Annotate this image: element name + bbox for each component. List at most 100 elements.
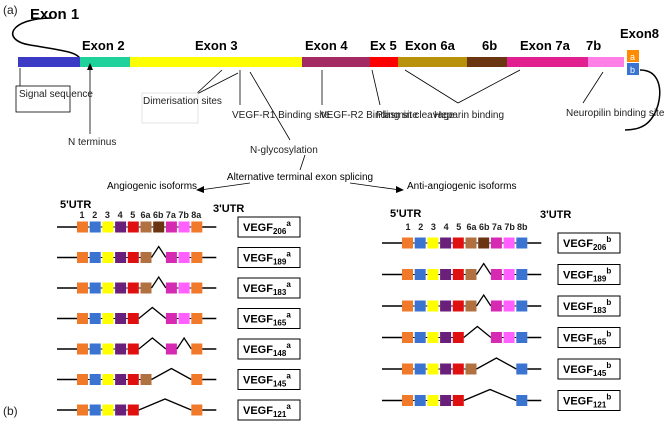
exon-box-3 — [102, 252, 114, 263]
isoform-label: VEGF145a — [243, 372, 291, 389]
exon-box-5 — [127, 404, 139, 416]
exon-box-4 — [440, 363, 452, 375]
isoform-label: VEGF206b — [563, 235, 611, 252]
exon-box-6a — [465, 237, 477, 249]
splicing-arrows: Alternative terminal exon splicing Angio… — [107, 154, 517, 193]
nterm-label: N terminus — [68, 137, 116, 148]
exon-number-4: 4 — [444, 222, 449, 232]
isoform-row: VEGF145a — [57, 367, 301, 390]
exon-box-8b — [516, 363, 528, 375]
exon-box-6a — [140, 221, 152, 233]
exon-number-2: 2 — [418, 222, 423, 232]
splicing-center-label: Alternative terminal exon splicing — [227, 172, 373, 183]
plasmin-label: Plasmin cleavage — [376, 110, 455, 121]
exon-box-7b — [503, 300, 515, 312]
exon-box-5 — [452, 237, 464, 249]
exon-box-2 — [414, 237, 426, 249]
exon-box-8b — [516, 269, 528, 280]
exon-box-4 — [115, 343, 127, 355]
exon-box-3 — [102, 343, 114, 355]
exon-box-6a — [140, 282, 152, 294]
exon-box-7a — [490, 237, 502, 249]
exon-box-1 — [402, 237, 413, 249]
isoform-row: VEGF206b — [382, 232, 621, 254]
exon-box-8a — [191, 343, 203, 355]
exon-box-8a — [191, 313, 203, 324]
exon-box-4 — [115, 252, 127, 263]
exon-box-4 — [115, 313, 127, 324]
exon-box-8a — [191, 221, 203, 233]
exon-box-4 — [440, 300, 452, 312]
exon-box-8b — [516, 237, 528, 249]
exon-box-1 — [77, 313, 88, 324]
isoform-label: VEGF165a — [243, 311, 291, 328]
heparin-label: Heparin binding — [434, 110, 504, 121]
exon-box-5 — [127, 374, 139, 385]
exon-box-3 — [427, 237, 439, 249]
exon-box-4 — [440, 395, 452, 406]
panel-label-b: (b) — [3, 404, 18, 418]
isoform-label: VEGF148a — [243, 341, 291, 358]
exon-box-5 — [127, 252, 139, 263]
exon-box-3 — [427, 269, 439, 280]
isoform-label: VEGF183a — [243, 280, 291, 297]
exon-label-8: Exon8 — [620, 26, 659, 41]
exon-box-2 — [89, 282, 101, 294]
exon-box-5 — [127, 343, 139, 355]
exon-box-3 — [102, 221, 114, 233]
vegfr1-label: VEGF-R1 Binding site — [232, 110, 330, 121]
exon-box-7a — [490, 300, 502, 312]
exon-box-8b — [516, 395, 528, 406]
exon-box-7a — [490, 332, 502, 343]
exon-box-7a — [490, 269, 502, 280]
utr5-label-right: 5'UTR — [390, 208, 421, 220]
annotations: Signal sequence N terminus Dimerisation … — [15, 63, 665, 156]
exon-box-8a — [191, 374, 203, 385]
exon8a-label: a — [630, 52, 635, 62]
anti-angiogenic-isoforms: VEGF206bVEGF189bVEGF183bVEGF165bVEGF145b… — [382, 232, 621, 411]
dimer-label: Dimerisation sites — [143, 96, 222, 107]
exon-box-1 — [402, 395, 413, 406]
exon-box-7b — [178, 252, 190, 263]
exon-box-5 — [452, 395, 464, 406]
nglyc-label: N-glycosylation — [250, 145, 318, 156]
gene-bar — [18, 57, 624, 67]
exon-number-6b: 6b — [479, 222, 490, 232]
exon-label-3: Exon 3 — [195, 38, 238, 53]
exon-box-7a — [165, 343, 177, 355]
isoform-row: VEGF206a — [57, 216, 301, 238]
splicing-left-label: Angiogenic isoforms — [107, 181, 197, 192]
neuropilin-label: Neuropilin binding site — [566, 108, 665, 119]
exon-box-1 — [77, 252, 88, 263]
utr3-label-left: 3'UTR — [213, 203, 244, 215]
gene-segment-exon4 — [302, 57, 370, 67]
exon-box-7b — [503, 332, 515, 343]
exon1-curve — [11, 17, 81, 61]
utr5-label-left: 5'UTR — [60, 199, 91, 211]
exon-label-7b: 7b — [586, 38, 601, 53]
utr3-label-right: 3'UTR — [540, 209, 571, 221]
exon-box-3 — [427, 363, 439, 375]
exon-box-3 — [102, 404, 114, 416]
exon8b-label: b — [630, 65, 635, 75]
isoform-label: VEGF121a — [243, 402, 291, 419]
exon-labels: Exon 1 Exon 2 Exon 3 Exon 4 Ex 5 Exon 6a… — [30, 6, 659, 53]
exon-box-4 — [440, 332, 452, 343]
exon-box-1 — [402, 363, 413, 375]
exon-number-7a: 7a — [166, 210, 177, 220]
exon-box-7a — [165, 221, 177, 233]
exon-box-2 — [89, 221, 101, 233]
splicing-right-label: Anti-angiogenic isoforms — [407, 181, 517, 192]
exon-box-4 — [115, 221, 127, 233]
isoform-row: VEGF189a — [57, 245, 301, 268]
exon-box-1 — [402, 300, 413, 312]
isoform-label: VEGF145b — [563, 361, 611, 378]
exon8a-box — [627, 50, 639, 62]
exon-number-5: 5 — [130, 210, 135, 220]
exon-box-7a — [165, 313, 177, 324]
exon-box-5 — [452, 332, 464, 343]
exon-box-3 — [102, 374, 114, 385]
exon-box-2 — [414, 300, 426, 312]
exon-number-1: 1 — [405, 222, 410, 232]
exon-number-6a: 6a — [140, 210, 151, 220]
